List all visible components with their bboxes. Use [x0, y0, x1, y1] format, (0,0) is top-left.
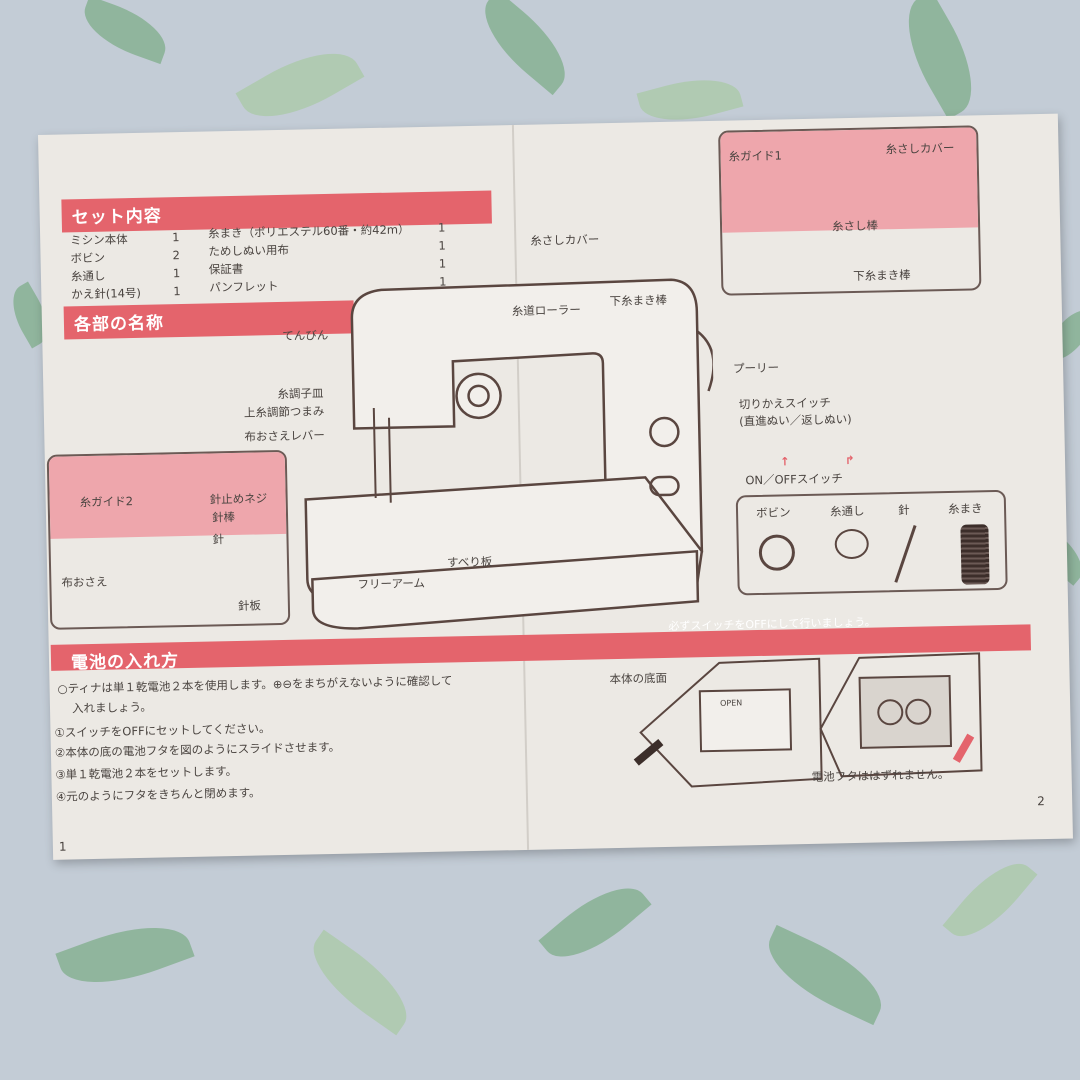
inset-label: 針止めネジ — [209, 491, 268, 507]
label-tenbin: てんびん — [282, 327, 329, 343]
label-on-off-switch: ON／OFFスイッチ — [745, 471, 843, 488]
inset-label: 糸さしカバー — [885, 140, 955, 157]
page-number-right: 2 — [1037, 794, 1045, 809]
item-name: 糸まき（ポリエステル60番・約42m） — [207, 222, 410, 241]
threader-icon — [834, 528, 870, 560]
accessory-label: 糸通し — [829, 503, 865, 519]
item-name: ボビン — [70, 250, 106, 266]
battery-step: ②本体の底の電池フタを図のようにスライドさせます。 — [54, 739, 341, 760]
inset-label: 針棒 — [211, 509, 236, 525]
item-qty: 2 — [172, 248, 181, 263]
needle-icon — [894, 525, 917, 583]
item-qty: 1 — [438, 238, 446, 253]
label-free-arm: フリーアーム — [357, 575, 426, 592]
accessory-label: 針 — [897, 502, 910, 518]
battery-intro: ○ティナは単１乾電池２本を使用します。⊕⊖をまちがえないように確認して — [57, 673, 453, 696]
bobbin-icon — [758, 534, 796, 571]
inset-label: 糸さし棒 — [831, 218, 879, 234]
item-name: ミシン本体 — [70, 232, 128, 248]
label-upper-tension-knob: 上糸調節つまみ — [243, 404, 325, 420]
inset-label: 針板 — [237, 598, 262, 613]
battery-step: ④元のようにフタをきちんと閉めます。 — [55, 785, 261, 804]
label-tension-disc: 糸調子皿 — [277, 386, 324, 402]
label-switch: 切りかえスイッチ — [738, 395, 831, 412]
accessory-label: ボビン — [755, 505, 791, 521]
battery-step: ③単１乾電池２本をセットします。 — [55, 763, 238, 782]
sewing-machine-illustration — [304, 278, 715, 630]
item-qty: 1 — [437, 220, 446, 235]
battery-intro-cont: 入れましょう。 — [71, 699, 152, 716]
label-thread-cover: 糸さしカバー — [530, 232, 600, 248]
inset-label: 針 — [212, 532, 225, 547]
item-qty: 1 — [172, 230, 180, 245]
inset-label: 糸ガイド1 — [728, 148, 783, 164]
item-qty: 1 — [172, 266, 181, 281]
accessory-label: 糸まき — [947, 501, 983, 517]
item-name: 糸通し — [70, 268, 106, 284]
battery-step: ①スイッチをOFFにセットしてください。 — [54, 721, 271, 740]
label-switch-modes: (直進ぬい／返しぬい) — [739, 412, 852, 429]
item-name: 保証書 — [208, 261, 244, 277]
thread-cover-inset: 糸ガイド1 糸さしカバー 糸さし棒 下糸まき棒 — [718, 125, 982, 296]
open-label: OPEN — [719, 698, 743, 708]
label-pulley: プーリー — [732, 360, 780, 376]
inset-label: 糸ガイド2 — [79, 494, 134, 510]
item-qty: 1 — [173, 284, 181, 299]
label-presser-lever: 布おさえレバー — [244, 428, 325, 444]
item-name: パンフレット — [209, 278, 279, 295]
label-slide-plate: すべり板 — [446, 554, 493, 570]
item-name: かえ針(14号) — [71, 285, 142, 302]
inset-label: 下糸まき棒 — [852, 267, 911, 283]
cover-note: 電池フタははずれません。 — [811, 767, 950, 784]
needle-detail-inset: 糸ガイド2 針止めネジ 針棒 針 布おさえ 針板 — [46, 449, 291, 630]
item-name: ためしぬい用布 — [208, 242, 290, 259]
page-number-left: 1 — [58, 839, 67, 854]
inset-label: 布おさえ — [61, 574, 108, 590]
accessories-box: ボビン 糸通し 針 糸まき — [735, 489, 1008, 596]
battery-cover-illustration — [633, 652, 983, 788]
label-thread-roller: 糸道ローラー — [511, 302, 581, 319]
thread-spool-icon — [960, 524, 990, 585]
label-bobbin-winder: 下糸まき棒 — [609, 292, 668, 309]
